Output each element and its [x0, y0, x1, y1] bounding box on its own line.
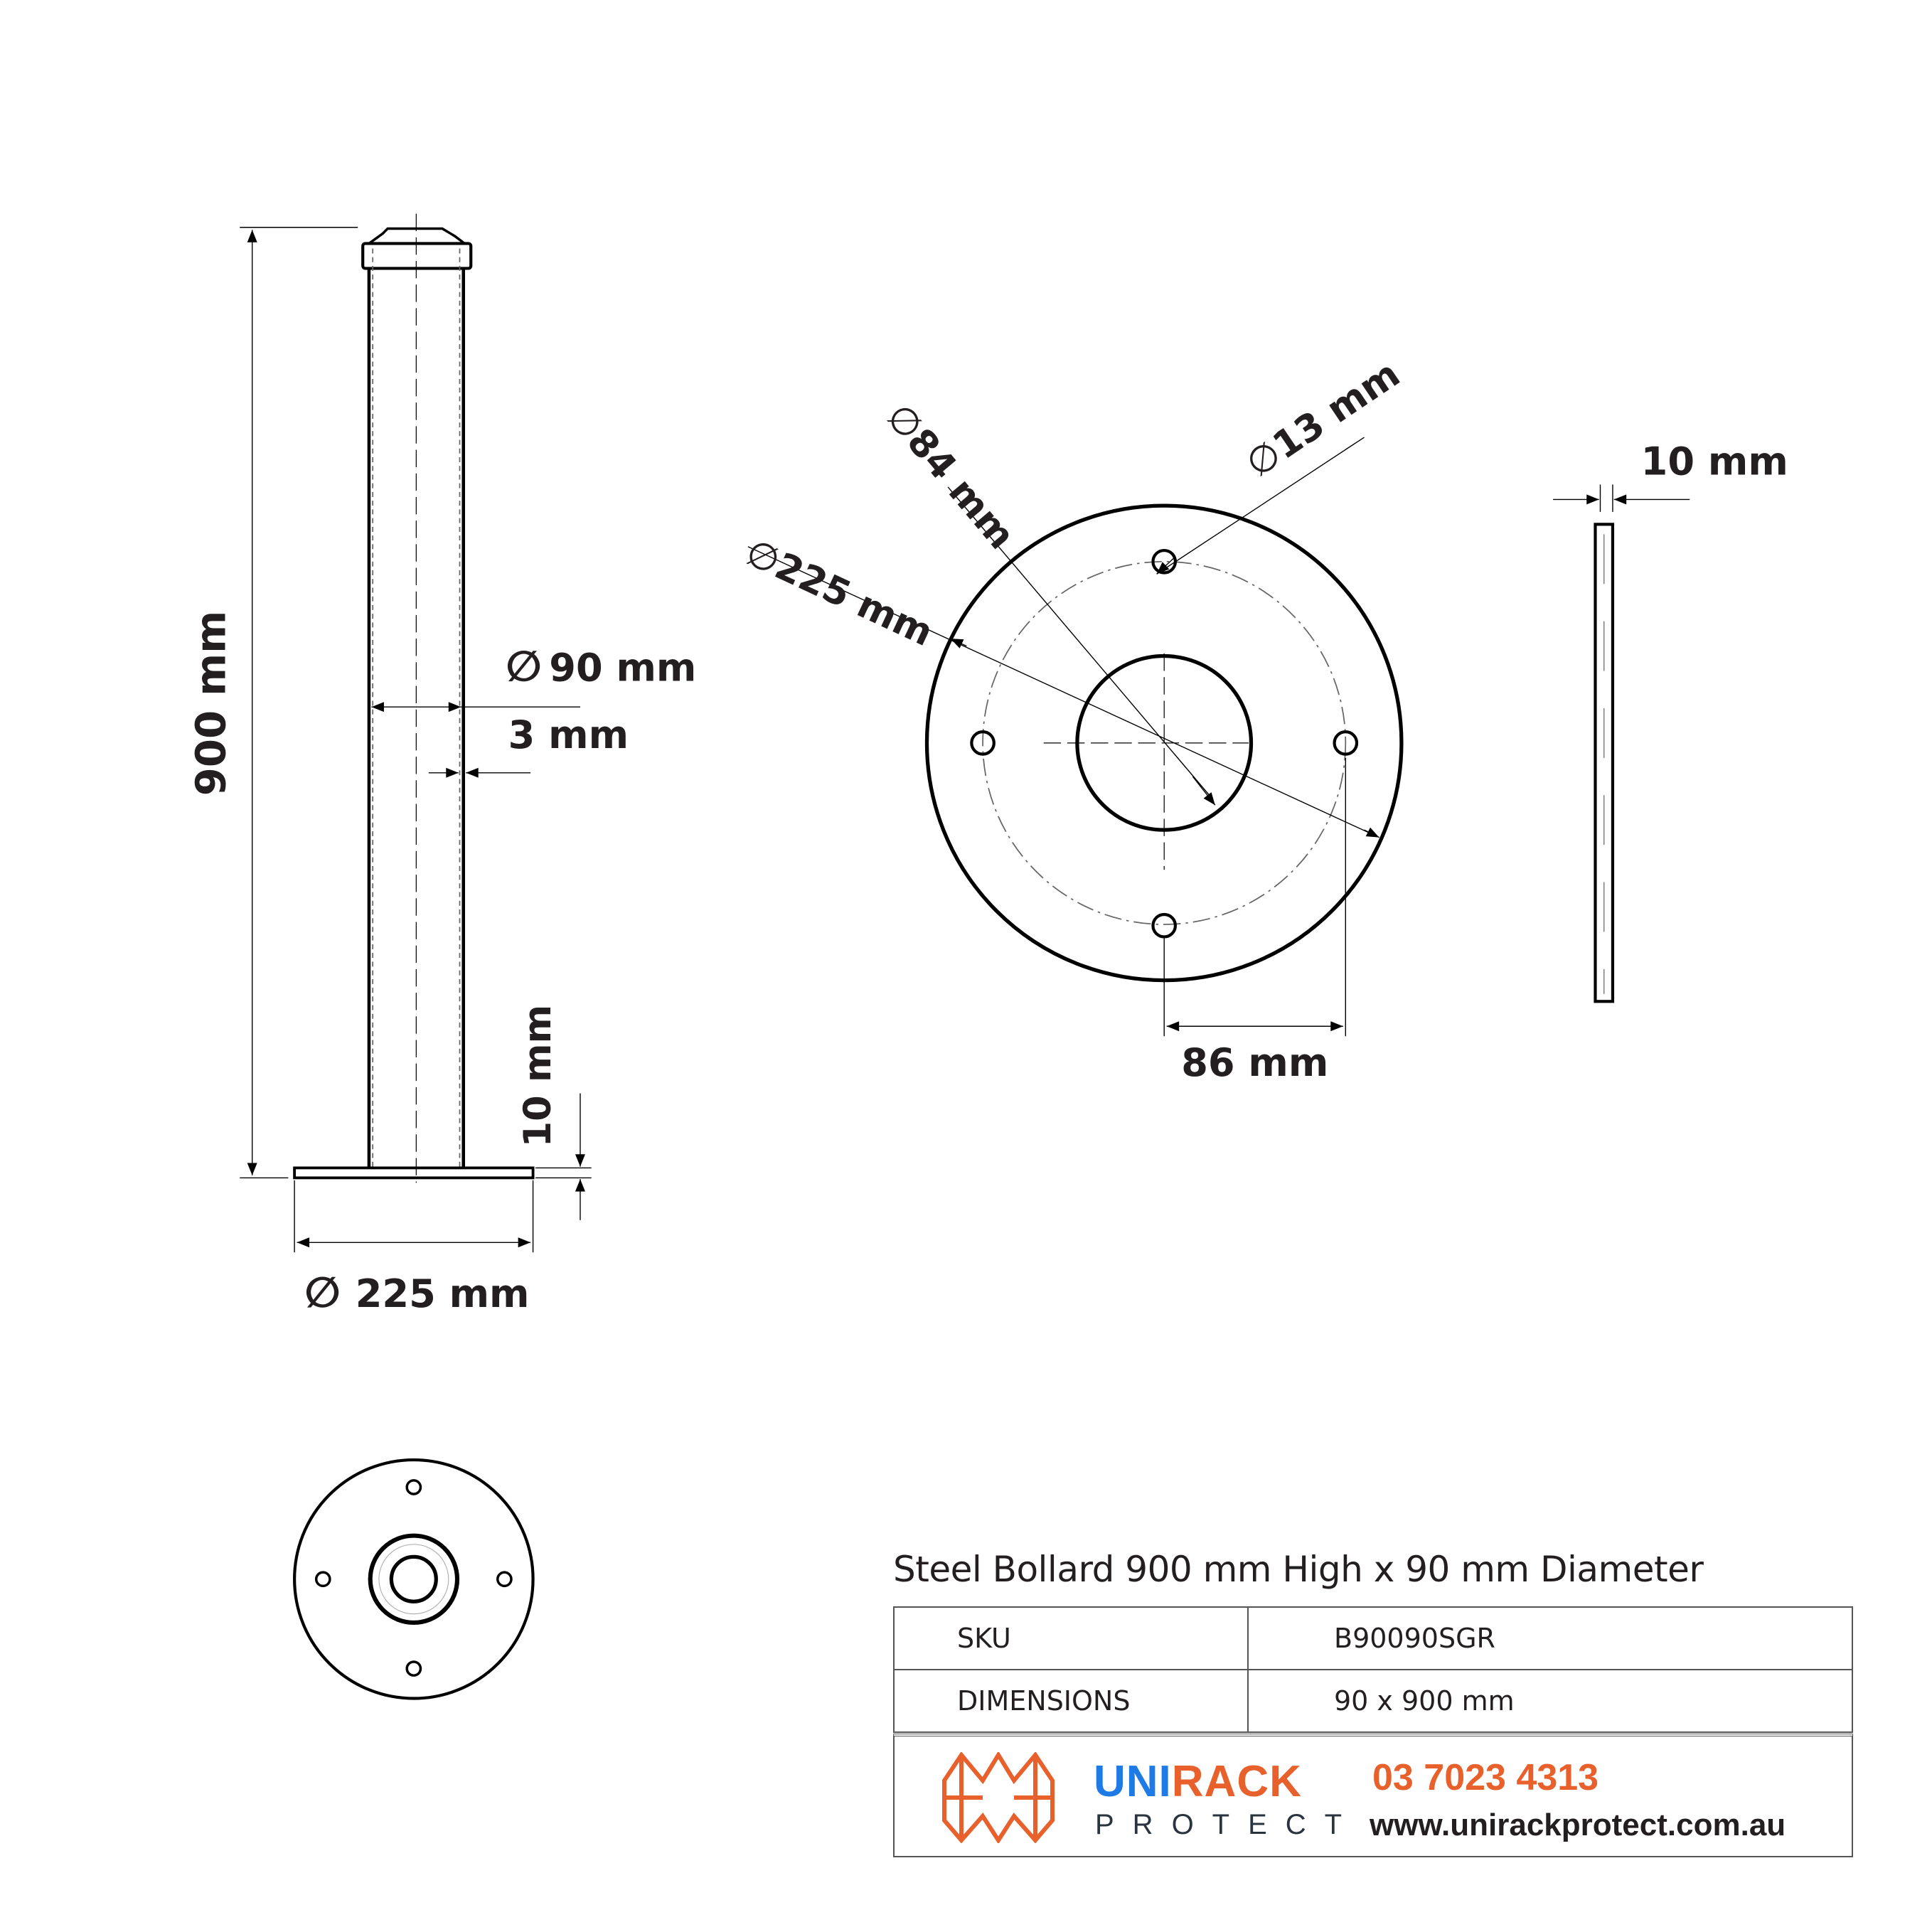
plate-diameter-leader-label: ∅225 mm: [739, 530, 939, 655]
height-label: 900 mm: [186, 611, 235, 796]
phone-number: 03 7023 4313: [1372, 1757, 1599, 1798]
plate-diameter-label: 225 mm: [356, 1271, 530, 1316]
product-title: Steel Bollard 900 mm High x 90 mm Diamet…: [893, 1549, 1704, 1590]
bottom-view: [293, 1458, 535, 1700]
spec-value: 90 x 900 mm: [1247, 1669, 1853, 1733]
edge-thickness-label: 10 mm: [1641, 439, 1788, 484]
website-link[interactable]: www.unirackprotect.com.au: [1370, 1808, 1786, 1842]
brand-name: UNIRACK: [1094, 1757, 1302, 1806]
spec-table: SKU B90090SGR DIMENSIONS 90 x 900 mm: [893, 1606, 1853, 1733]
brand-tagline: PROTECT: [1095, 1809, 1361, 1840]
plate-thickness-label: 10 mm: [516, 1005, 560, 1147]
center-hole-label: ∅84 mm: [877, 395, 1023, 557]
table-row: DIMENSIONS 90 x 900 mm: [893, 1669, 1853, 1733]
side-view: [240, 213, 592, 1253]
wall-thickness-label: 3 mm: [508, 713, 629, 757]
plate-view: [747, 437, 1404, 1037]
diameter-symbol: ∅: [506, 643, 542, 692]
brand-footer: UNIRACK PROTECT 03 7023 4313 www.unirack…: [893, 1734, 1853, 1857]
spec-key: DIMENSIONS: [893, 1669, 1249, 1733]
edge-view: [1553, 484, 1690, 1003]
tube-diameter-label: 90 mm: [549, 646, 696, 690]
bolt-hole-label: ∅13 mm: [1238, 352, 1407, 486]
diameter-symbol: ∅: [304, 1269, 341, 1318]
spec-key: SKU: [893, 1606, 1249, 1670]
hole-offset-label: 86 mm: [1181, 1040, 1328, 1085]
table-row: SKU B90090SGR: [893, 1606, 1853, 1670]
spec-value: B90090SGR: [1247, 1606, 1853, 1670]
unirack-logo-icon: [942, 1752, 1055, 1843]
